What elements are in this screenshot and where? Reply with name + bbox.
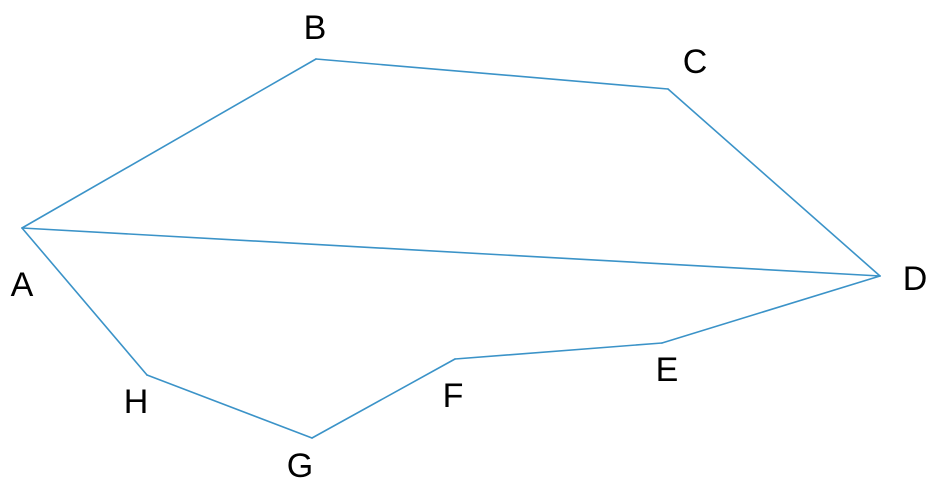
vertex-label-f: F — [443, 377, 464, 415]
vertex-label-h: H — [124, 383, 149, 421]
vertex-label-a: A — [11, 266, 34, 304]
edge-ef — [454, 342, 663, 360]
vertex-label-g: G — [287, 447, 313, 485]
edge-bc — [315, 58, 669, 90]
edge-fg — [311, 358, 456, 439]
edges-group — [21, 58, 881, 439]
vertex-label-b: B — [304, 9, 327, 47]
edge-ha — [21, 227, 148, 376]
edge-ad — [21, 227, 881, 277]
vertex-label-e: E — [656, 351, 679, 389]
vertex-label-d: D — [903, 260, 928, 298]
edge-gh — [146, 374, 313, 439]
edge-de — [661, 275, 881, 344]
vertex-labels-group: A B C D E F G H — [11, 9, 928, 485]
vertex-label-c: C — [683, 43, 708, 81]
edge-ab — [21, 58, 317, 229]
edge-cd — [667, 88, 881, 277]
